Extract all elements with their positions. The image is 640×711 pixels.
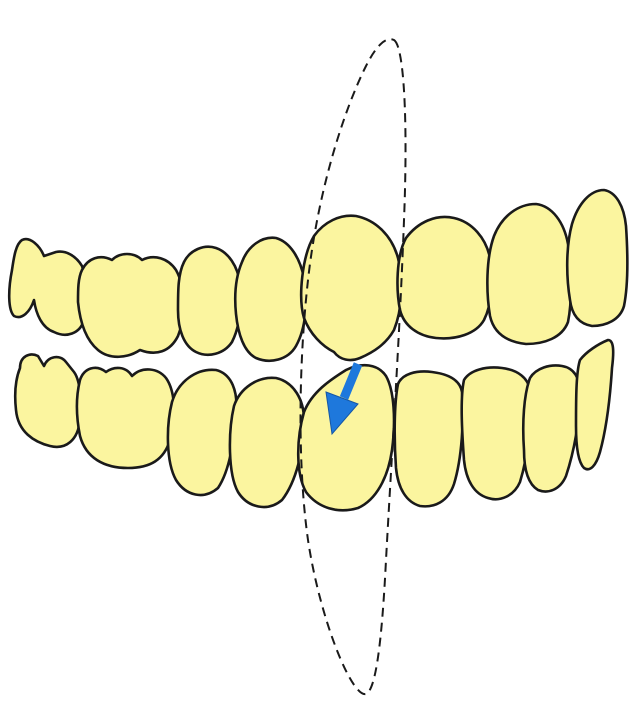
upper-molar-2 [76, 252, 186, 359]
lower-incisor-3 [521, 364, 582, 493]
upper-arch [7, 188, 629, 362]
upper-molar-left [7, 237, 89, 336]
lower-arch [13, 338, 615, 512]
lower-incisor-2 [460, 366, 532, 501]
upper-canine [299, 214, 403, 362]
dashed-plane-outline [299, 38, 407, 696]
upper-premolar-1 [176, 245, 243, 356]
lower-molar-left [13, 353, 83, 449]
upper-premolar-2 [233, 236, 308, 362]
arrow-down-left-icon [325, 362, 363, 436]
lower-incisor-1 [393, 370, 465, 508]
lower-premolar-2 [228, 376, 306, 509]
upper-central-incisor-1 [486, 202, 573, 346]
lower-incisor-4 [574, 338, 615, 471]
lower-premolar-1 [166, 368, 238, 497]
lower-molar-2 [75, 366, 176, 470]
upper-central-incisor-2 [565, 188, 629, 328]
upper-lateral-incisor [396, 215, 494, 340]
